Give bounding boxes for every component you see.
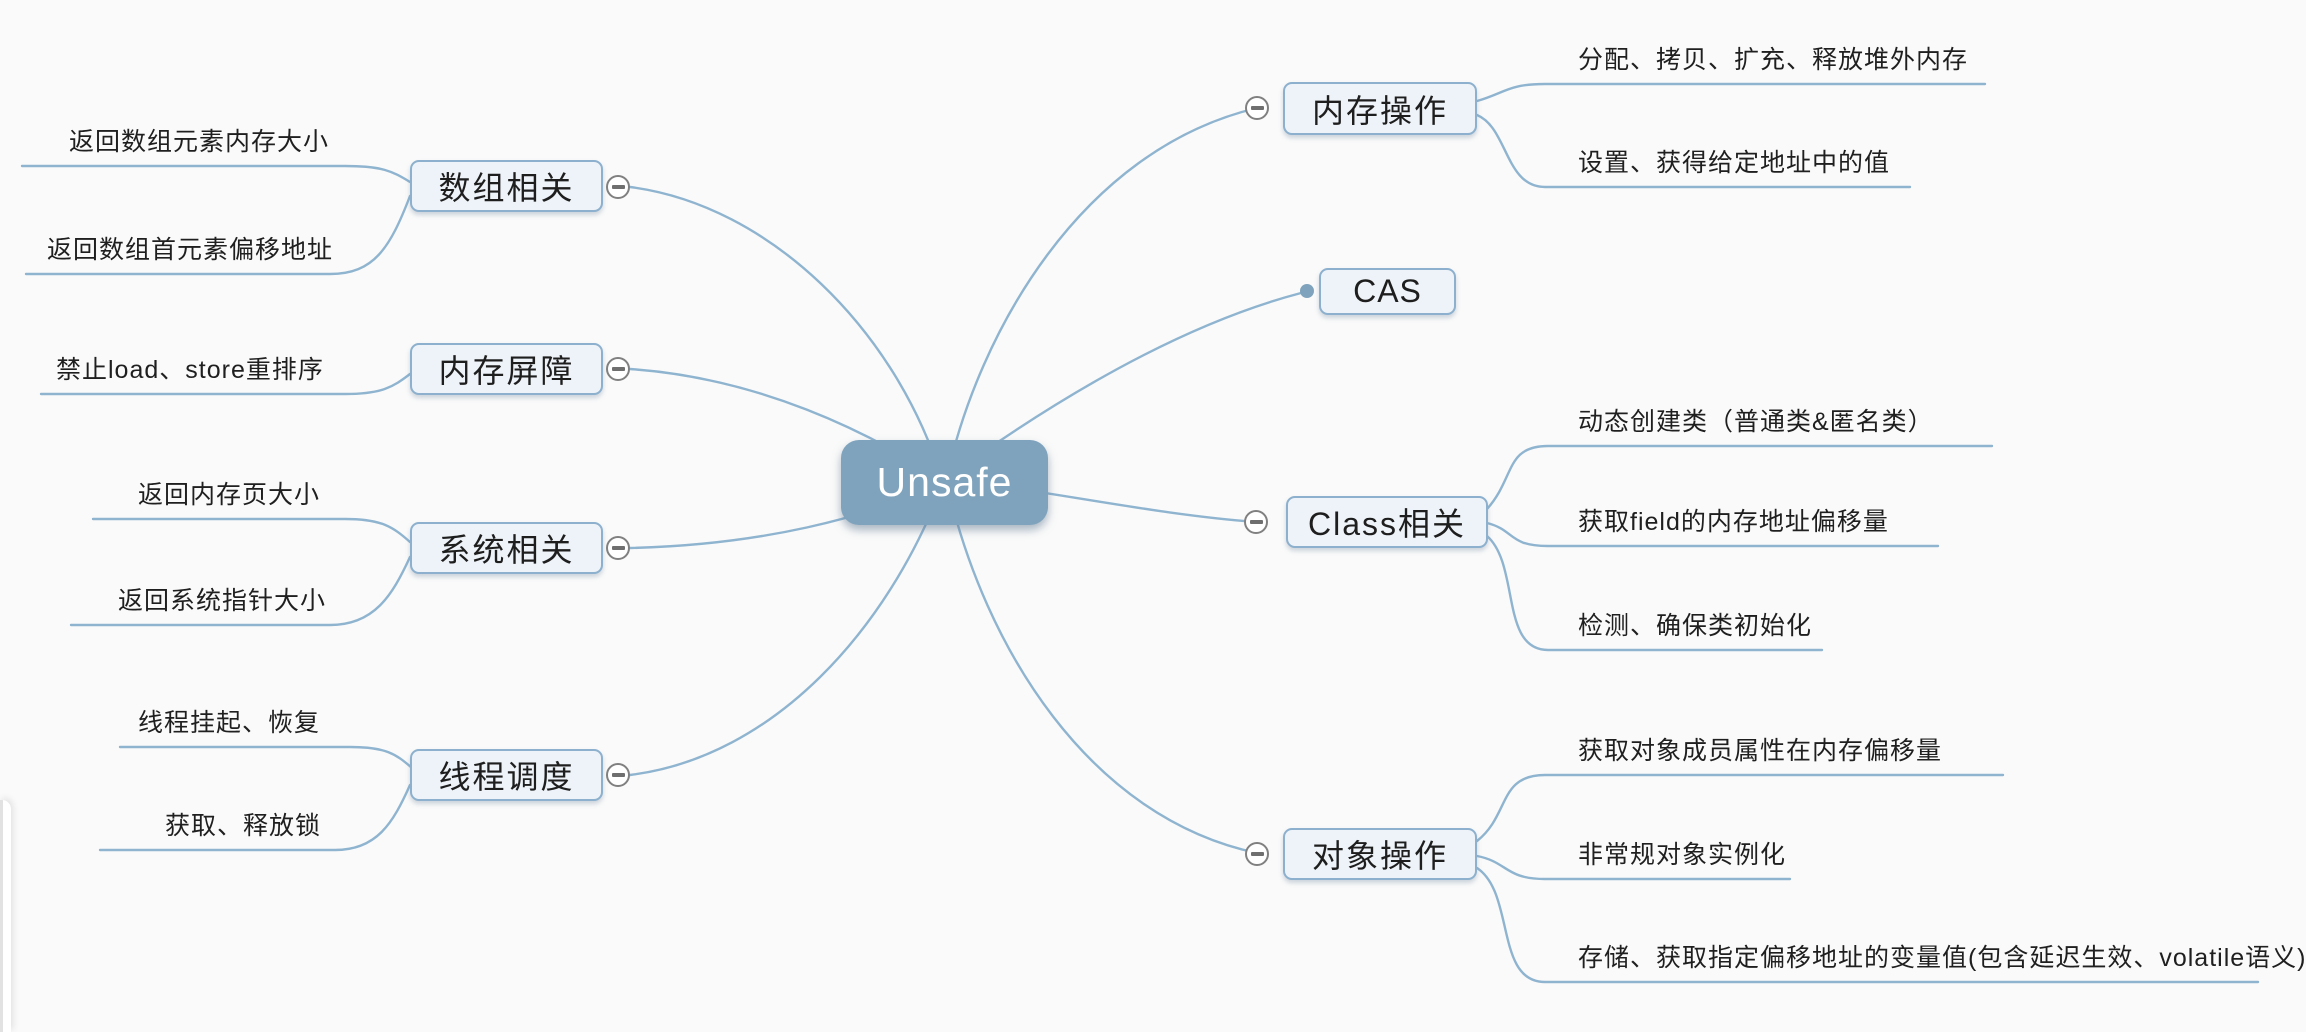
cas-branch-dot bbox=[1300, 284, 1314, 298]
child-connector bbox=[91, 517, 412, 544]
topic-thread-scheduling[interactable]: 线程调度 bbox=[410, 749, 603, 801]
child-topic[interactable]: 返回内存页大小 bbox=[138, 481, 321, 509]
collapse-button-system[interactable] bbox=[606, 536, 630, 560]
topic-memory-barrier[interactable]: 内存屏障 bbox=[410, 343, 603, 395]
minus-icon bbox=[611, 773, 625, 777]
collapse-button-array[interactable] bbox=[606, 175, 630, 199]
child-topic[interactable]: 动态创建类（普通类&匿名类） bbox=[1578, 408, 1934, 436]
topic-class-related[interactable]: Class相关 bbox=[1286, 496, 1488, 548]
minus-icon bbox=[611, 367, 625, 371]
child-topic[interactable]: 禁止load、store重排序 bbox=[56, 356, 324, 384]
root-topic-unsafe[interactable]: Unsafe bbox=[841, 440, 1048, 525]
child-topic[interactable]: 获取对象成员属性在内存偏移量 bbox=[1578, 737, 1943, 765]
child-connector bbox=[98, 783, 412, 852]
child-connector bbox=[20, 164, 412, 184]
child-connector bbox=[24, 194, 412, 276]
collapse-button-class[interactable] bbox=[1244, 510, 1268, 534]
child-connector bbox=[1485, 444, 1994, 511]
branch-connector-left-0 bbox=[628, 185, 943, 478]
minus-icon bbox=[1250, 852, 1264, 856]
minus-icon bbox=[1250, 106, 1264, 110]
child-topic[interactable]: 非常规对象实例化 bbox=[1578, 841, 1787, 869]
child-connector bbox=[118, 745, 414, 770]
topic-object-operations[interactable]: 对象操作 bbox=[1283, 828, 1477, 880]
side-panel-sliver bbox=[0, 800, 11, 1032]
child-connector bbox=[39, 372, 412, 396]
collapse-button-memory-operations[interactable] bbox=[1245, 96, 1269, 120]
topic-array-related[interactable]: 数组相关 bbox=[410, 160, 603, 212]
child-topic[interactable]: 存储、获取指定偏移地址的变量值(包含延迟生效、volatile语义) bbox=[1578, 944, 2306, 972]
child-topic[interactable]: 获取field的内存地址偏移量 bbox=[1578, 508, 1889, 536]
child-connector bbox=[1475, 866, 2260, 984]
child-topic[interactable]: 检测、确保类初始化 bbox=[1578, 612, 1813, 640]
topic-cas[interactable]: CAS bbox=[1319, 268, 1456, 315]
minus-icon bbox=[611, 546, 625, 550]
child-connector bbox=[1475, 82, 1987, 103]
collapse-button-object[interactable] bbox=[1245, 842, 1269, 866]
collapse-button-memory-barrier[interactable] bbox=[606, 357, 630, 381]
child-topic[interactable]: 线程挂起、恢复 bbox=[138, 709, 321, 737]
child-topic[interactable]: 返回数组元素内存大小 bbox=[69, 128, 330, 156]
minus-icon bbox=[611, 185, 625, 189]
child-connector bbox=[1485, 534, 1824, 652]
collapse-button-thread[interactable] bbox=[606, 763, 630, 787]
child-topic[interactable]: 获取、释放锁 bbox=[165, 812, 322, 840]
child-connector bbox=[1485, 521, 1940, 548]
child-connector bbox=[69, 555, 412, 627]
child-topic[interactable]: 分配、拷贝、扩充、释放堆外内存 bbox=[1578, 46, 1969, 74]
topic-system-related[interactable]: 系统相关 bbox=[410, 522, 603, 574]
branch-connector-left-3 bbox=[628, 484, 944, 777]
branch-connector-right-3 bbox=[945, 481, 1259, 855]
child-connector bbox=[1475, 854, 1792, 881]
topic-memory-operations[interactable]: 内存操作 bbox=[1283, 82, 1477, 135]
minus-icon bbox=[1249, 520, 1263, 524]
branch-connector-right-0 bbox=[945, 106, 1259, 479]
child-topic[interactable]: 返回系统指针大小 bbox=[118, 587, 327, 615]
child-connector bbox=[1475, 113, 1912, 189]
child-topic[interactable]: 返回数组首元素偏移地址 bbox=[47, 236, 334, 264]
child-connector bbox=[1475, 773, 2005, 843]
child-topic[interactable]: 设置、获得给定地址中的值 bbox=[1578, 149, 1891, 177]
